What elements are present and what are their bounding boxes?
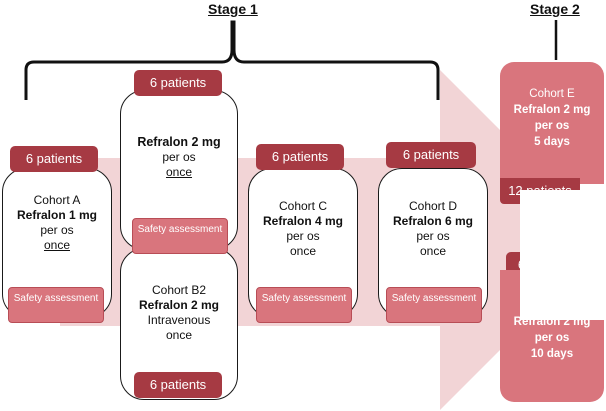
cohort-b2-freq: once: [165, 328, 193, 342]
cohort-c-safety-box: Safety assessment: [256, 287, 352, 323]
cohort-d-route: per os: [416, 229, 450, 243]
cohort-c-patients-badge: 6 patients: [256, 144, 344, 170]
cohort-d-safety-box: Safety assessment: [386, 287, 482, 323]
cohort-a-safety-label: Safety assessment: [13, 293, 99, 304]
cohort-e-name: Cohort E: [529, 88, 575, 100]
cohort-d-freq: once: [419, 244, 447, 258]
cohort-b1-patients-badge: 6 patients: [134, 70, 222, 96]
cohort-a-route: per os: [40, 223, 74, 237]
cohort-b2-route: Intravenous: [147, 313, 211, 327]
cohort-b1-freq: once: [165, 165, 193, 179]
cohort-a-freq: once: [43, 238, 71, 252]
cohort-e-duration: 5 days: [534, 136, 570, 148]
stage-1-bracket: [24, 20, 558, 100]
cohort-b1-safety-box: Safety assessment: [132, 218, 228, 254]
cohort-c-dose: Refralon 4 mg: [262, 214, 343, 228]
cohort-d-name: Cohort D: [408, 199, 458, 213]
cohort-a-patients-badge: 6 patients: [10, 146, 98, 172]
cohort-b1-route: per os: [162, 150, 196, 164]
cohort-b2-dose: Refralon 2 mg: [138, 298, 219, 312]
cohort-c-safety-label: Safety assessment: [261, 293, 347, 304]
cohort-f-route: per os: [534, 332, 570, 344]
cohort-b2-name: Cohort B2: [151, 283, 207, 297]
cohort-b2-patients-badge: 6 patients: [134, 372, 222, 398]
cohort-c-name: Cohort C: [278, 199, 328, 213]
cohort-e-route: per os: [534, 120, 570, 132]
cohort-a-dose: Refralon 1 mg: [16, 208, 97, 222]
cohort-c-route: per os: [286, 229, 320, 243]
cohort-f-white-gap: [520, 190, 606, 320]
cohort-a-safety-box: Safety assessment: [8, 287, 104, 323]
cohort-b1-safety-label: Safety assessment: [137, 224, 223, 235]
cohort-e-box: Cohort E Refralon 2 mg per os 5 days: [500, 62, 604, 184]
cohort-f-duration: 10 days: [530, 348, 574, 360]
cohort-c-freq: once: [289, 244, 317, 258]
cohort-d-dose: Refralon 6 mg: [392, 214, 473, 228]
cohort-d-patients-badge: 6 patients: [386, 142, 476, 168]
cohort-e-dose: Refralon 2 mg: [513, 104, 591, 116]
cohort-b1-dose: Refralon 2 mg: [137, 135, 221, 149]
cohort-d-safety-label: Safety assessment: [391, 293, 477, 304]
stage-1-label: Stage 1: [208, 1, 258, 17]
cohort-a-name: Cohort A: [33, 193, 81, 207]
stage-2-label: Stage 2: [530, 1, 580, 17]
